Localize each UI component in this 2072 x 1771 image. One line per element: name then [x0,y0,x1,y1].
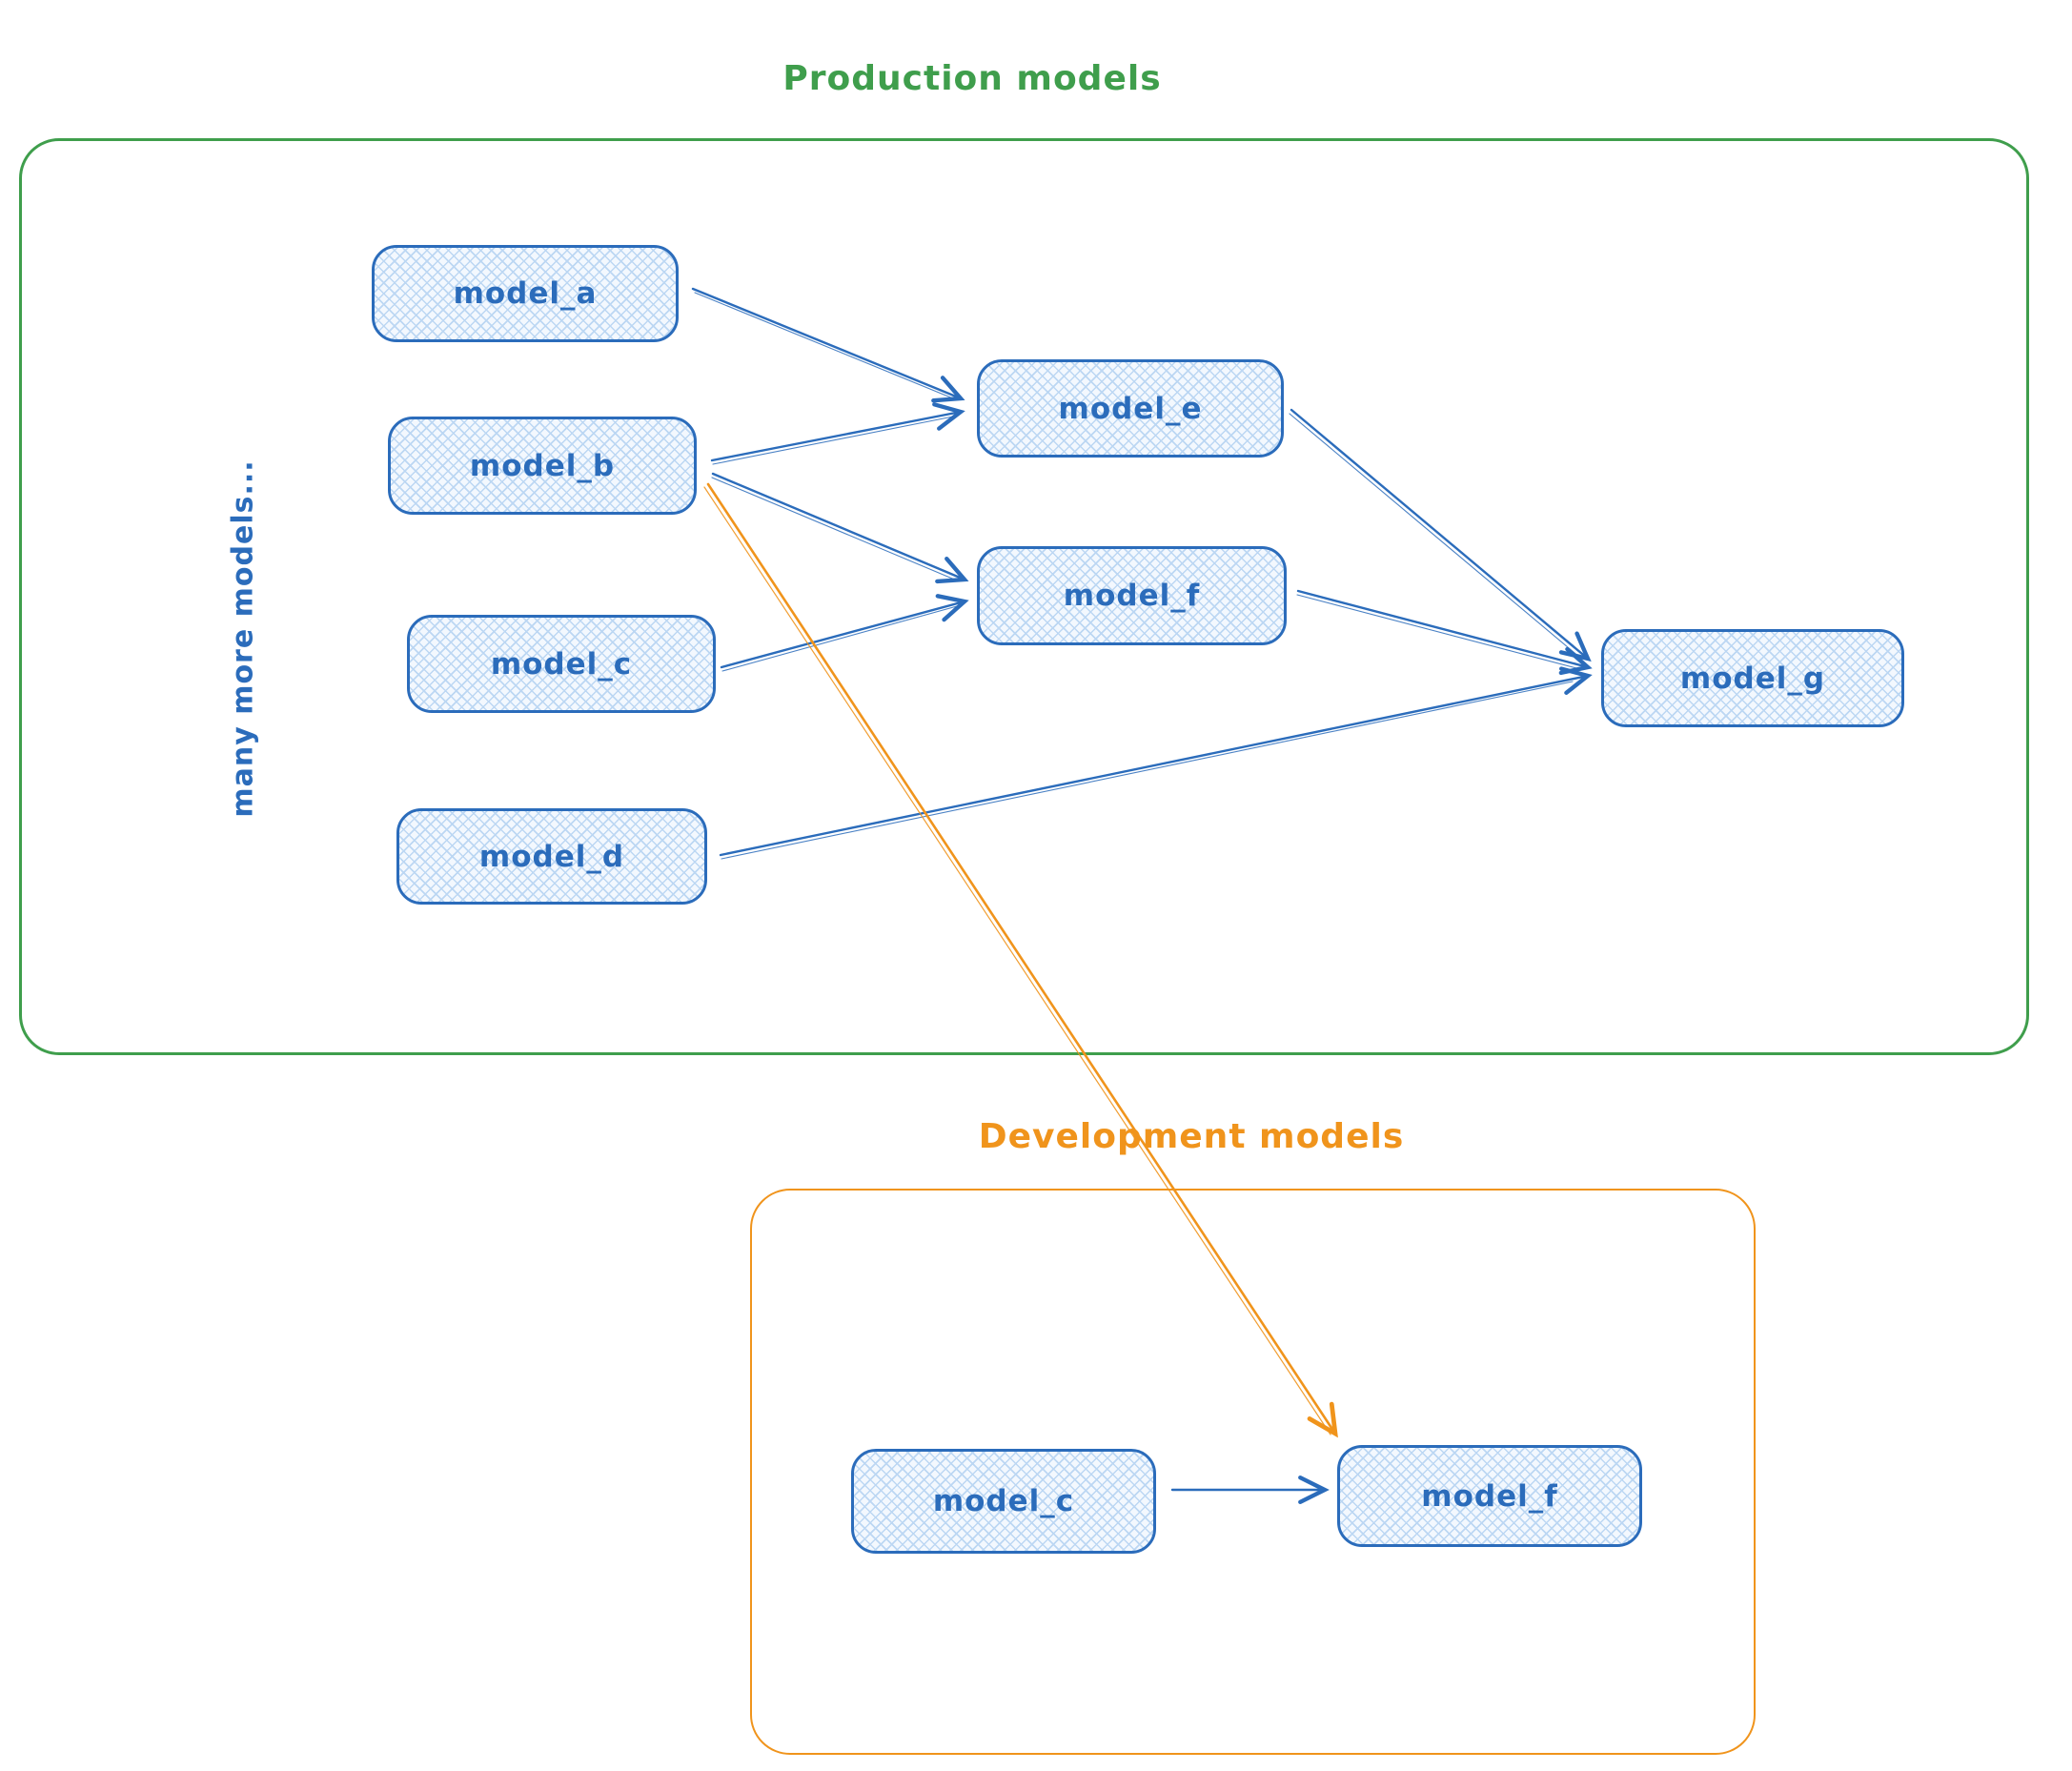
node-model-b-label: model_b [469,448,616,483]
node-model-a-label: model_a [453,276,598,311]
node-model-e: model_e [977,359,1284,458]
node-dev-model-c: model_c [851,1449,1156,1554]
node-model-c-label: model_c [490,646,633,682]
side-note-many-more-models: many more models... [226,459,260,818]
node-model-d: model_d [396,808,707,905]
node-model-f: model_f [977,546,1287,645]
node-model-f-label: model_f [1063,579,1201,613]
node-model-d-label: model_d [478,839,625,874]
node-model-b: model_b [388,417,697,515]
node-model-a: model_a [372,245,679,342]
development-title: Development models [978,1117,1405,1156]
node-model-e-label: model_e [1058,391,1203,426]
node-model-g: model_g [1601,629,1904,727]
node-dev-model-f: model_f [1337,1445,1642,1547]
node-dev-model-c-label: model_c [932,1484,1075,1518]
node-dev-model-f-label: model_f [1421,1478,1558,1514]
node-model-g-label: model_g [1679,661,1826,696]
node-model-c: model_c [407,615,716,713]
production-title: Production models [782,59,1162,98]
